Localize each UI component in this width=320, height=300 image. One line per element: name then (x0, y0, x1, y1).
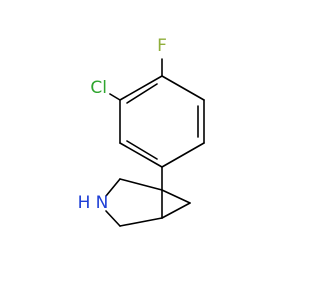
bond-ring-1 (161, 75, 205, 101)
nitrogen-label: N (96, 193, 109, 213)
chlorine-label: Cl (90, 78, 107, 98)
bond-bicycle-top-left (119, 178, 163, 191)
molecule-canvas: F Cl H N (77, 36, 205, 227)
bond-ring-3 (161, 142, 205, 168)
bond-bicycle-top-right (161, 189, 191, 204)
bond-c-cl (109, 93, 121, 101)
bond-ring-4 (119, 142, 163, 168)
nitrogen-hydrogen-label: H (78, 193, 91, 213)
double-bond-inner-3 (126, 83, 158, 104)
molecule-structure: F Cl H N (78, 36, 205, 227)
bond-bicycle-bottom-left (119, 217, 163, 227)
bond-bicycle-bottom-right (161, 202, 191, 219)
bond-cyclopropane-bottom-n (105, 210, 121, 227)
bond-cyclopropane-top-n (105, 178, 121, 197)
bond-ring-6 (119, 75, 163, 101)
fluorine-label: F (157, 36, 167, 56)
double-bond-inner-2 (126, 140, 158, 160)
